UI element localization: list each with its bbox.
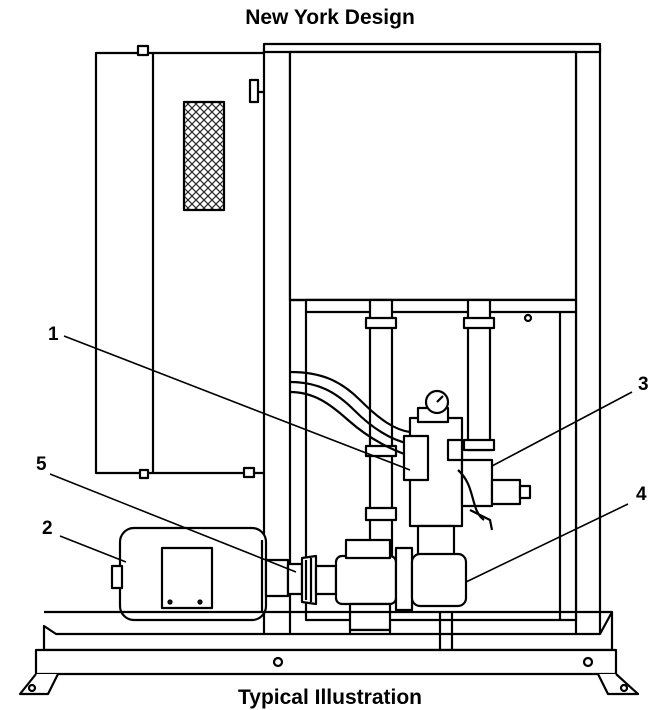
base-skid bbox=[20, 612, 638, 694]
leader-line-4 bbox=[466, 504, 628, 582]
coupling bbox=[288, 556, 336, 604]
vertical-pipe-left bbox=[366, 300, 396, 558]
ventilation-grille bbox=[184, 102, 224, 210]
callout-label-2: 2 bbox=[42, 518, 53, 539]
leader-line-3 bbox=[492, 392, 632, 466]
junction-box bbox=[162, 548, 212, 608]
pump bbox=[336, 540, 466, 640]
figure-caption: Typical Illustration bbox=[238, 686, 422, 709]
leader-line-2 bbox=[60, 536, 126, 562]
leader-line-5 bbox=[50, 474, 296, 572]
callout-label-4: 4 bbox=[636, 484, 647, 505]
callout-label-1: 1 bbox=[48, 324, 59, 345]
leader-line-1 bbox=[64, 336, 410, 470]
valve-assembly bbox=[404, 391, 530, 556]
motor bbox=[112, 528, 288, 620]
control-cabinet bbox=[96, 46, 272, 478]
callout-label-5: 5 bbox=[36, 454, 47, 475]
callout-label-3: 3 bbox=[638, 374, 649, 395]
page-title: New York Design bbox=[245, 6, 415, 29]
upper-tank bbox=[290, 52, 576, 300]
vertical-pipe-right bbox=[464, 300, 494, 450]
hoses bbox=[290, 372, 410, 456]
